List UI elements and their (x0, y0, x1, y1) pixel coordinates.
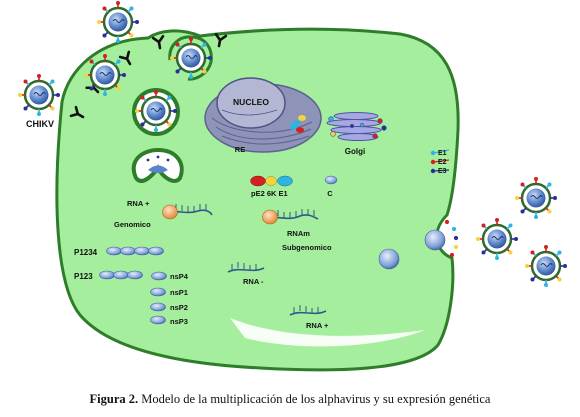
figure-number: Figura 2. (89, 392, 139, 406)
polyprotein-unit (148, 246, 164, 256)
e2-label: E2 (438, 159, 447, 166)
polyprotein-unit (106, 246, 122, 256)
e1-label: E1 (438, 150, 447, 157)
nsp1-label: nsP1 (170, 288, 188, 297)
nsp3-label: nsP3 (170, 317, 188, 326)
ribosome (162, 204, 178, 220)
nuclear-envelope-detail (221, 109, 278, 116)
virion (168, 35, 214, 81)
nsp4-label: nsP4 (170, 272, 189, 281)
structural-proteins-label: pE2 6K E1 (251, 189, 288, 198)
er-protein-6k (298, 115, 306, 121)
positive-rna-bristles (293, 305, 319, 314)
polyprotein-unit (134, 246, 150, 256)
virion (474, 216, 520, 262)
nucleus (216, 77, 286, 129)
capsid-bead (324, 175, 338, 185)
er-protein-e2 (296, 127, 304, 133)
positive-rna-strand (289, 310, 327, 316)
ribosome (262, 209, 278, 225)
subgenomic-rna-bristles (277, 209, 315, 218)
bead-e1 (277, 175, 293, 187)
polyprotein-unit (120, 246, 136, 256)
fusion-vesicle (131, 147, 184, 183)
er-label: RE (235, 145, 245, 154)
golgi-vesicles (328, 116, 387, 139)
released-capsid (148, 165, 168, 173)
budding-nucleocapsid (424, 229, 446, 251)
polyprotein-unit (127, 270, 143, 280)
polyprotein-unit (113, 270, 129, 280)
figure-caption: Figura 2. Modelo de la multiplicación de… (0, 392, 580, 407)
subgenomic-rna-label-1: RNAm (287, 229, 310, 238)
p123-label: P123 (74, 272, 93, 281)
cell-highlight (230, 318, 425, 347)
membrane-glycoproteins (430, 149, 450, 174)
virion (523, 243, 569, 289)
bead-6k (265, 176, 277, 186)
golgi-label: Golgi (345, 147, 365, 156)
virion (16, 72, 62, 118)
polyprotein-unit (99, 270, 115, 280)
fusion-glyco-dots (146, 155, 170, 162)
negative-rna-label: RNA - (243, 277, 264, 286)
nsp2-protein (150, 302, 166, 312)
nsp3-protein (150, 315, 166, 325)
e3-label: E3 (438, 168, 447, 175)
virion (95, 0, 141, 45)
nsp1-protein (150, 287, 166, 297)
subgenomic-rna-label-2: Subgenomico (282, 243, 332, 252)
virion (133, 88, 179, 134)
nsp4-protein (151, 271, 167, 281)
genomic-rna-label-1: RNA + (127, 199, 150, 208)
budding-glycoproteins (444, 219, 459, 258)
capsid-label: C (327, 189, 333, 198)
golgi-apparatus (326, 112, 382, 141)
chikv-label: CHIKV (26, 119, 54, 129)
positive-rna-label: RNA + (306, 321, 329, 330)
negative-rna-strand (227, 267, 265, 273)
alphavirus-cycle-diagram: CHIKV NUCLEO RE Golgi (16, 0, 569, 372)
caption-text: Modelo de la multiplicación de los alpha… (138, 392, 491, 406)
p1234-label: P1234 (74, 248, 98, 257)
virion (513, 175, 559, 221)
er-protein-e1 (289, 120, 301, 130)
negative-rna-bristles (231, 262, 257, 271)
genomic-rna-label-2: Genomico (114, 220, 151, 229)
virion (82, 52, 128, 98)
nsp2-label: nsP2 (170, 303, 188, 312)
nucleocapsid (378, 248, 400, 270)
nucleus-label: NUCLEO (233, 97, 269, 107)
bead-pe2 (250, 175, 266, 187)
